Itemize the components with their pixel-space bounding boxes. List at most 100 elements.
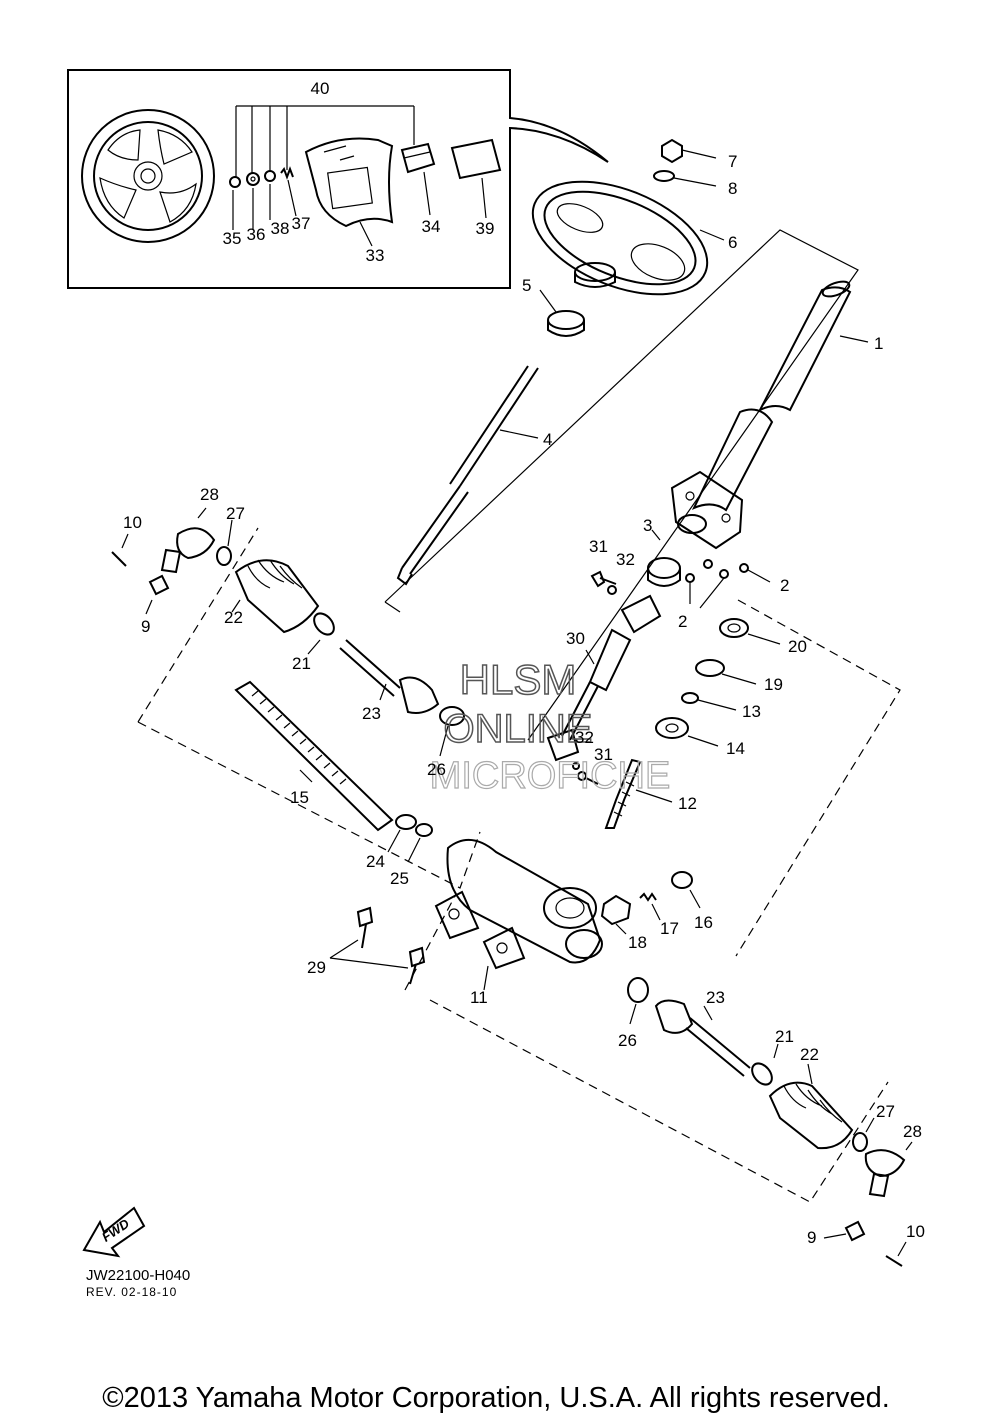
part-17-spring — [639, 892, 661, 921]
callout-40: 40 — [311, 79, 330, 98]
part-22-boot-right — [768, 1063, 854, 1150]
callout-21-left: 21 — [292, 654, 311, 673]
callout-2-lower: 2 — [678, 612, 687, 631]
diagram-code: JW22100-H040 — [86, 1267, 190, 1284]
callout-28-left: 28 — [200, 485, 219, 504]
part-30-universal-joint — [546, 594, 662, 762]
steering-wheel-front-illustration — [81, 109, 215, 243]
callout-18: 18 — [628, 933, 647, 952]
callout-21-right: 21 — [775, 1027, 794, 1046]
part-35-screw — [229, 176, 241, 188]
fwd-label: FWD — [99, 1215, 132, 1244]
part-24-bushing — [387, 814, 417, 853]
callout-26-left: 26 — [427, 760, 446, 779]
callout-labels: 40 35 36 38 37 33 34 39 7 8 6 5 1 4 28 2… — [123, 79, 925, 1247]
part-26-washer-left — [439, 706, 465, 757]
watermark: HLSM ONLINE MICROFICHE — [429, 655, 671, 797]
callout-31-lower: 31 — [594, 745, 613, 764]
part-14-bearing — [655, 717, 719, 747]
callout-8: 8 — [728, 179, 737, 198]
part-21-band-right — [751, 1043, 779, 1086]
part-10-cotter-pin-left — [111, 533, 129, 567]
part-4-steering-shaft — [396, 365, 539, 586]
part-8-washer — [653, 170, 717, 187]
part-9-castle-nut-right — [823, 1220, 866, 1242]
part-11-gear-housing — [434, 839, 603, 991]
part-33-cover — [304, 137, 394, 228]
callout-12: 12 — [678, 794, 697, 813]
part-6-steering-wheel — [531, 180, 725, 296]
callout-4: 4 — [543, 430, 552, 449]
part-18-yoke — [600, 894, 632, 935]
part-2-bolts — [685, 559, 771, 609]
part-16-adjuster — [671, 871, 701, 909]
callout-15: 15 — [290, 788, 309, 807]
part-1-column-tube — [691, 280, 869, 512]
callout-13: 13 — [742, 702, 761, 721]
part-12-pinion-gear — [604, 758, 673, 829]
part-26-washer-right — [627, 977, 649, 1025]
callout-28-right: 28 — [903, 1122, 922, 1141]
callout-7: 7 — [728, 152, 737, 171]
callout-20: 20 — [788, 637, 807, 656]
copyright-notice: ©2013 Yamaha Motor Corporation, U.S.A. A… — [102, 1382, 890, 1414]
callout-5: 5 — [522, 276, 531, 295]
callout-31-upper: 31 — [589, 537, 608, 556]
part-20-seal — [719, 618, 781, 645]
part-32-nut-upper — [607, 585, 617, 595]
part-10-cotter-pin-right — [885, 1241, 907, 1267]
callout-22-right: 22 — [800, 1045, 819, 1064]
part-31-bolt-lower — [577, 771, 599, 785]
part-5-bushing — [539, 289, 585, 337]
part-38-collar — [264, 170, 276, 182]
callout-9-left: 9 — [141, 617, 150, 636]
callout-34: 34 — [422, 217, 441, 236]
part-37-spring — [280, 166, 294, 180]
part-29-bolts — [329, 906, 426, 985]
callout-10-left: 10 — [123, 513, 142, 532]
part-7-nut — [661, 138, 717, 164]
fwd-arrow-icon: FWD — [82, 1206, 146, 1258]
part-27-nut-left — [216, 519, 233, 566]
revision-date: REV. 02-18-10 — [86, 1285, 177, 1299]
callout-39: 39 — [476, 219, 495, 238]
part-3-bearing — [647, 529, 681, 587]
callout-9-right: 9 — [807, 1228, 816, 1247]
part-23-tie-rod-left — [339, 639, 440, 714]
callout-1: 1 — [874, 334, 883, 353]
part-32-nut-lower — [572, 762, 580, 770]
callout-26-right: 26 — [618, 1031, 637, 1050]
callout-38: 38 — [271, 219, 290, 238]
part-27-nut-right — [852, 1117, 875, 1152]
part-9-castle-nut-left — [145, 574, 170, 615]
rack-assembly-dashed-outline — [137, 527, 901, 1203]
callout-16: 16 — [694, 913, 713, 932]
callout-36: 36 — [247, 225, 266, 244]
callout-32-upper: 32 — [616, 550, 635, 569]
part-34-emblem — [400, 142, 436, 174]
callout-3: 3 — [643, 516, 652, 535]
part-28-tie-rod-end-left — [160, 507, 216, 574]
callout-35: 35 — [223, 229, 242, 248]
callout-32-lower: 32 — [575, 728, 594, 747]
part-19-circlip — [695, 659, 757, 685]
callout-2-right: 2 — [780, 576, 789, 595]
inset-detail-box — [67, 69, 609, 289]
column-bracket — [670, 470, 744, 550]
callout-27-left: 27 — [226, 504, 245, 523]
part-36-washer — [246, 172, 260, 186]
callout-23-right: 23 — [706, 988, 725, 1007]
part-39-label — [450, 138, 502, 180]
part-15-rack — [234, 680, 394, 832]
watermark-line-1: HLSM — [460, 656, 577, 703]
part-21-band-left — [307, 612, 335, 655]
callout-24: 24 — [366, 852, 385, 871]
part-23-tie-rod-right — [654, 999, 751, 1077]
watermark-line-3: MICROFICHE — [430, 755, 671, 797]
callout-17: 17 — [660, 919, 679, 938]
part-13-o-ring — [681, 692, 737, 711]
part-25-o-ring — [407, 823, 433, 863]
watermark-line-2: ONLINE — [444, 707, 593, 751]
part-28-tie-rod-end-right — [864, 1141, 913, 1198]
callout-33: 33 — [366, 246, 385, 265]
